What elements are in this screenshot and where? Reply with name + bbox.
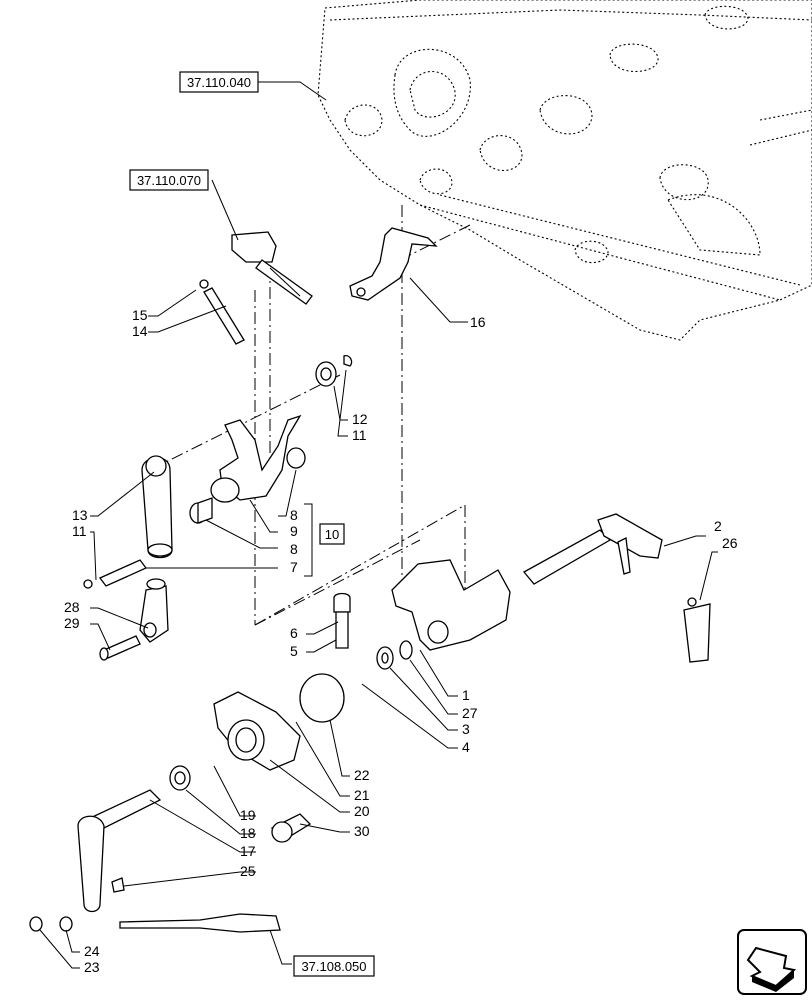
callout-30: 30: [354, 823, 370, 839]
callout-22: 22: [354, 767, 370, 783]
part-9-shift-fork: [210, 414, 306, 503]
part-16-bracket: [349, 227, 438, 301]
part-13-lever: [141, 455, 173, 559]
part-28-clevis: [139, 578, 169, 643]
callout-13: 13: [72, 507, 88, 523]
part-12-bushing: [315, 355, 353, 387]
part-22-o-ring: [299, 673, 345, 723]
callout-21: 21: [354, 787, 370, 803]
callout-5: 5: [290, 643, 298, 659]
part-3-washer: [376, 640, 413, 670]
part-5-bolt: [333, 592, 351, 649]
callout-26: 26: [722, 535, 738, 551]
part-8-roller: [189, 497, 213, 524]
callout-27: 27: [462, 705, 478, 721]
callout-28: 28: [64, 599, 80, 615]
reference-label: 37.108.050: [301, 959, 366, 974]
callout-20: 20: [354, 803, 370, 819]
callout-4: 4: [462, 739, 470, 755]
callout-1: 1: [462, 687, 470, 703]
callout-16: 16: [470, 314, 486, 330]
part-29-pin: [99, 635, 141, 661]
reference-box-left: 37.110.070: [129, 169, 209, 191]
callout-14: 14: [132, 323, 148, 339]
reference-label: 37.110.040: [187, 75, 251, 90]
centre-lines: [159, 205, 471, 626]
callout-24: 24: [84, 943, 100, 959]
reference-label: 10: [325, 527, 339, 542]
part-26-spring: [683, 597, 711, 663]
arrow-navigation-icon[interactable]: [737, 929, 807, 995]
callout-11: 11: [352, 427, 367, 443]
callout-3: 3: [462, 721, 470, 737]
part-20-flange: [213, 691, 301, 771]
callout-6: 6: [290, 625, 298, 641]
part-37-108-050-cable: [29, 877, 281, 933]
part-1-support: [391, 559, 511, 651]
callout-19: 19: [240, 807, 256, 823]
callout-12: 12: [352, 411, 368, 427]
callout-18: 18: [240, 825, 256, 841]
part-14-spring-pin: [199, 279, 245, 345]
housing-outline: [317, 0, 812, 341]
callout-15: 15: [132, 307, 148, 323]
part-2-shaft-lever: [522, 513, 663, 585]
part-37-110-070-rod: [231, 231, 313, 305]
part-7-pin: [83, 559, 148, 589]
reference-label: 37.110.070: [137, 173, 201, 188]
callout-7: 7: [290, 559, 298, 575]
callout-11: 11: [72, 523, 87, 539]
callout-numbers: 16 15 14 12 11 13 11 8 9 8 7 28 29 6 5 1…: [64, 307, 738, 975]
reference-box-top: 37.110.040: [179, 71, 259, 93]
callout-8: 8: [290, 541, 298, 557]
callout-8: 8: [290, 507, 298, 523]
callout-23: 23: [84, 959, 100, 975]
callout-2: 2: [714, 518, 722, 534]
part-17-lever: [77, 765, 191, 913]
callout-17: 17: [240, 843, 256, 859]
leader-lines: [39, 81, 718, 969]
reference-box-group: 10: [319, 523, 345, 545]
part-30-bolt: [270, 813, 312, 843]
reference-box-bottom: 37.108.050: [293, 955, 375, 977]
callout-9: 9: [290, 523, 298, 539]
callout-25: 25: [240, 863, 256, 879]
callout-29: 29: [64, 615, 80, 631]
